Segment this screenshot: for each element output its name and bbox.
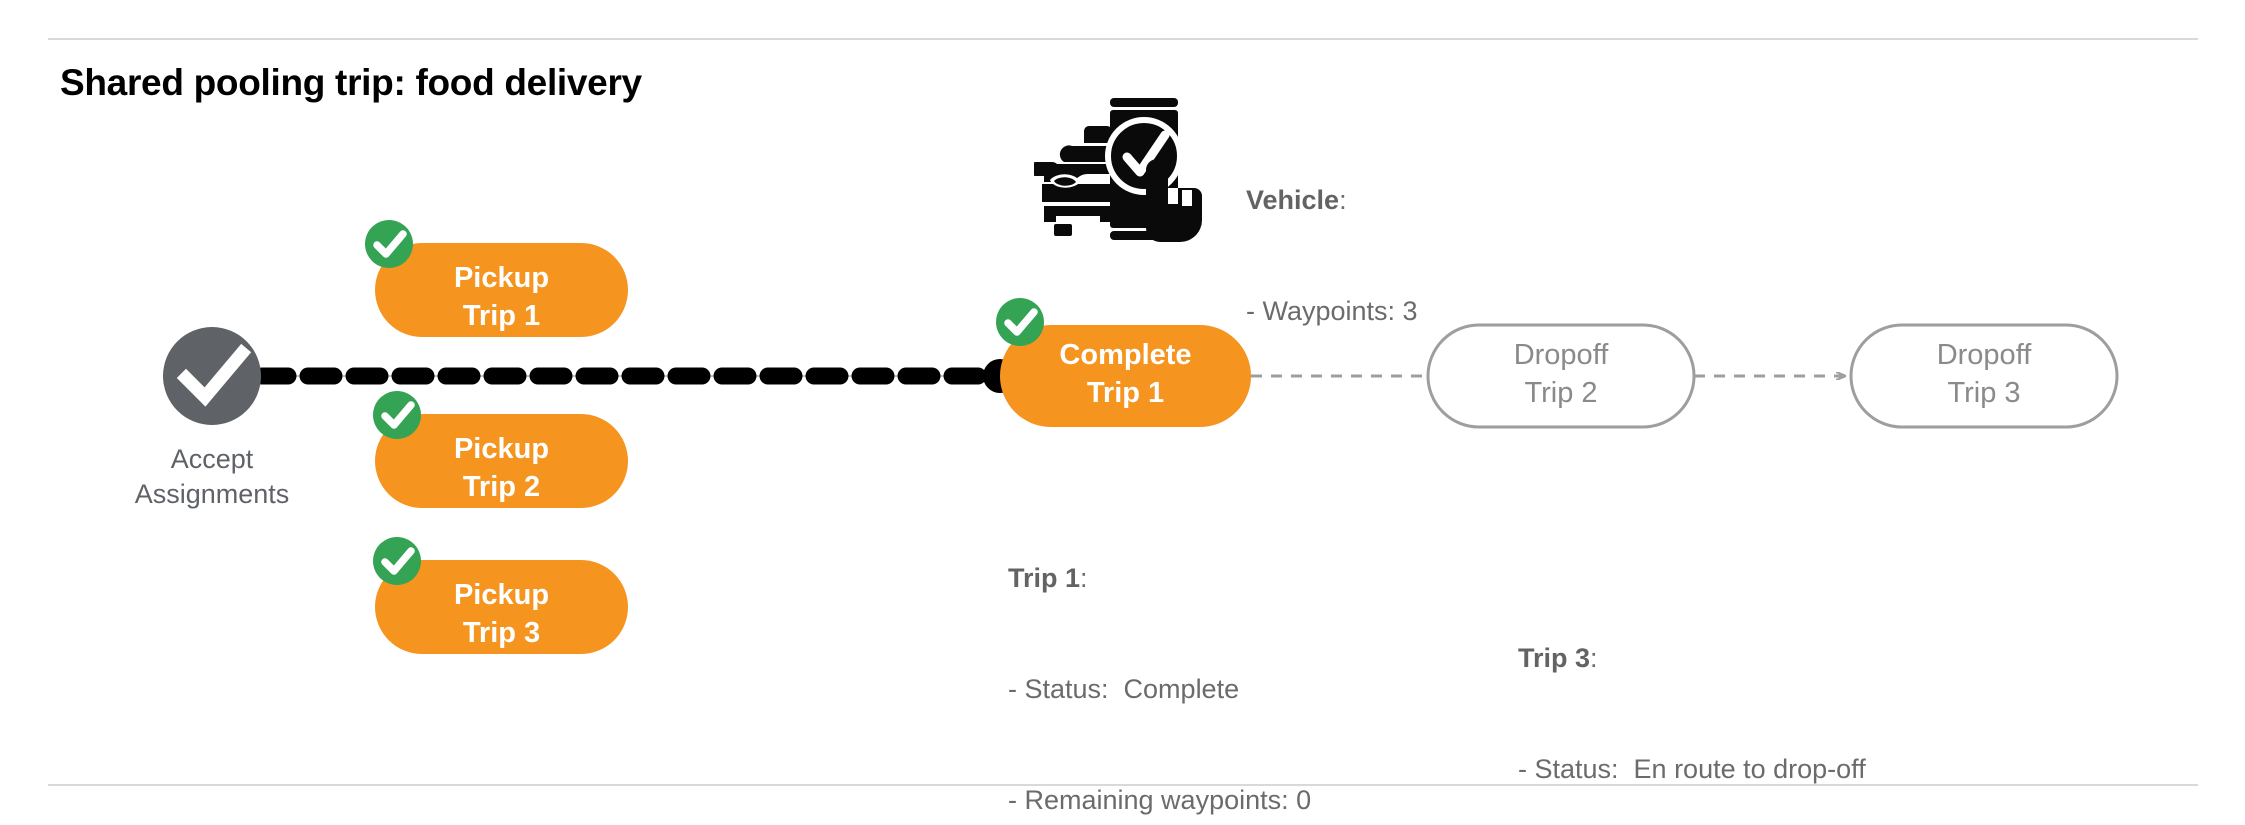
check-badge-icon: [373, 391, 421, 439]
node-accept-assignments-caption: Accept Assignments: [82, 442, 342, 511]
check-badge-icon: [373, 537, 421, 585]
trip3-status-line: - Status: En route to drop-off: [1518, 753, 1866, 784]
trip1-heading: Trip 1: [1008, 562, 1081, 593]
trip3-heading-suffix: :: [1590, 642, 1598, 673]
trip3-heading-row: Trip 3:: [1518, 640, 1866, 677]
node-pickup-trip-2[interactable]: [375, 414, 628, 508]
check-glyph: [381, 401, 415, 429]
node-accept-assignments[interactable]: [163, 327, 261, 425]
node-pickup-trip-3[interactable]: [375, 560, 628, 654]
page-title: Shared pooling trip: food delivery: [60, 62, 642, 103]
check-glyph: [176, 343, 252, 407]
check-glyph: [381, 547, 415, 575]
vehicle-heading-suffix: :: [1339, 184, 1347, 215]
caption-line2: Assignments: [134, 478, 290, 509]
badge-pickup-trip-1: [365, 220, 413, 268]
trip1-status-line: - Status: Complete: [1008, 673, 1240, 704]
caption-line1: Accept: [170, 444, 254, 474]
trip1-heading-row: Trip 1:: [1008, 560, 1356, 597]
node-dropoff-trip-3[interactable]: [1849, 323, 2119, 429]
trip-details-left-panel: Trip 1: - Status: Complete - Remaining w…: [1008, 486, 1356, 825]
node-dropoff-trip-2[interactable]: [1426, 323, 1696, 429]
badge-pickup-trip-3: [373, 537, 421, 585]
pill-shape: [375, 560, 628, 654]
badge-complete-trip-1: [996, 298, 1044, 346]
badge-pickup-trip-2: [373, 391, 421, 439]
check-circle-icon: [163, 327, 261, 425]
trip1-waypoints-line: - Remaining waypoints: 0: [1008, 784, 1312, 815]
vehicle-heading-row: Vehicle:: [1246, 182, 1418, 219]
trip3-heading: Trip 3: [1518, 642, 1591, 673]
vehicle-heading: Vehicle: [1246, 184, 1340, 215]
trip-details-right-panel: Trip 3: - Status: En route to drop-off -…: [1518, 566, 1866, 825]
divider-bottom: [48, 784, 2198, 786]
check-badge-icon: [996, 298, 1044, 346]
pill-shape: [375, 243, 628, 337]
divider-top: [48, 38, 2198, 40]
pill-shape: [1426, 323, 1696, 429]
pill-shape: [375, 414, 628, 508]
check-badge-icon: [365, 220, 413, 268]
node-pickup-trip-1[interactable]: [375, 243, 628, 337]
vehicle-waypoints-line: - Waypoints: 3: [1246, 295, 1418, 326]
pill-shape: [1849, 323, 2119, 429]
car-phone-check-icon: [1034, 98, 1202, 242]
node-complete-trip-1[interactable]: [1000, 325, 1251, 427]
vehicle-info-panel: Vehicle: - Waypoints: 3: [1246, 108, 1418, 404]
check-glyph: [1004, 308, 1038, 336]
check-glyph: [373, 230, 407, 258]
trip1-heading-suffix: :: [1080, 562, 1088, 593]
pill-shape: [1000, 325, 1251, 427]
